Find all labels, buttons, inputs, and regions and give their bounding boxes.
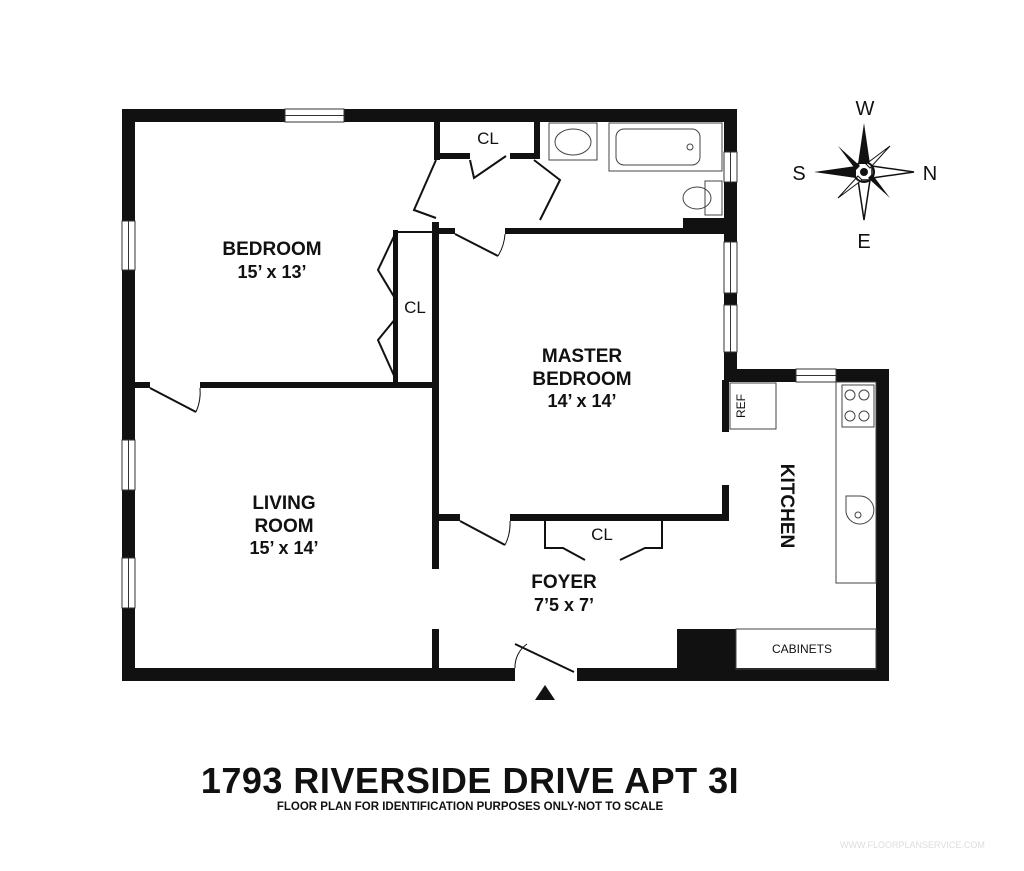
bathroom-fixtures xyxy=(548,122,723,216)
ref-label: REF xyxy=(734,394,748,418)
master-name-line2: BEDROOM xyxy=(532,369,631,390)
master-size: 14’ x 14’ xyxy=(547,391,616,411)
kitchen-fixtures xyxy=(729,381,877,670)
windows xyxy=(121,108,837,609)
closet-label-top: CL xyxy=(477,129,499,148)
compass-south: S xyxy=(792,163,805,185)
entry-arrow-icon xyxy=(535,685,555,700)
bedroom-name: BEDROOM xyxy=(222,239,321,260)
compass-east: E xyxy=(857,231,870,253)
fixture-labels: CL CL CL REF CABINETS xyxy=(404,129,832,656)
compass-west: W xyxy=(856,98,875,120)
foyer-size: 7’5 x 7’ xyxy=(534,595,594,615)
kitchen-name: KITCHEN xyxy=(776,464,797,548)
compass-rose-icon: W S N E xyxy=(792,98,937,253)
interior-walls xyxy=(135,122,737,674)
closet-label-bedroom: CL xyxy=(404,298,426,317)
master-name-line1: MASTER xyxy=(542,346,623,367)
exterior-walls xyxy=(122,109,889,681)
living-size: 15’ x 14’ xyxy=(249,538,318,558)
disclaimer-subtitle: FLOOR PLAN FOR IDENTIFICATION PURPOSES O… xyxy=(276,801,664,813)
bedroom-size: 15’ x 13’ xyxy=(237,262,306,282)
living-name-line2: ROOM xyxy=(254,516,313,537)
foyer-name: FOYER xyxy=(531,572,597,593)
door-swings xyxy=(149,155,663,673)
compass-north: N xyxy=(923,163,937,185)
cabinets-label: CABINETS xyxy=(772,642,832,656)
room-labels: BEDROOM 15’ x 13’ MASTER BEDROOM 14’ x 1… xyxy=(222,239,797,615)
living-name-line1: LIVING xyxy=(252,493,315,514)
address-title: 1793 RIVERSIDE DRIVE APT 3I xyxy=(200,760,740,801)
watermark: WWW.FLOORPLANSERVICE.COM xyxy=(840,840,985,850)
closet-label-foyer: CL xyxy=(591,525,613,544)
